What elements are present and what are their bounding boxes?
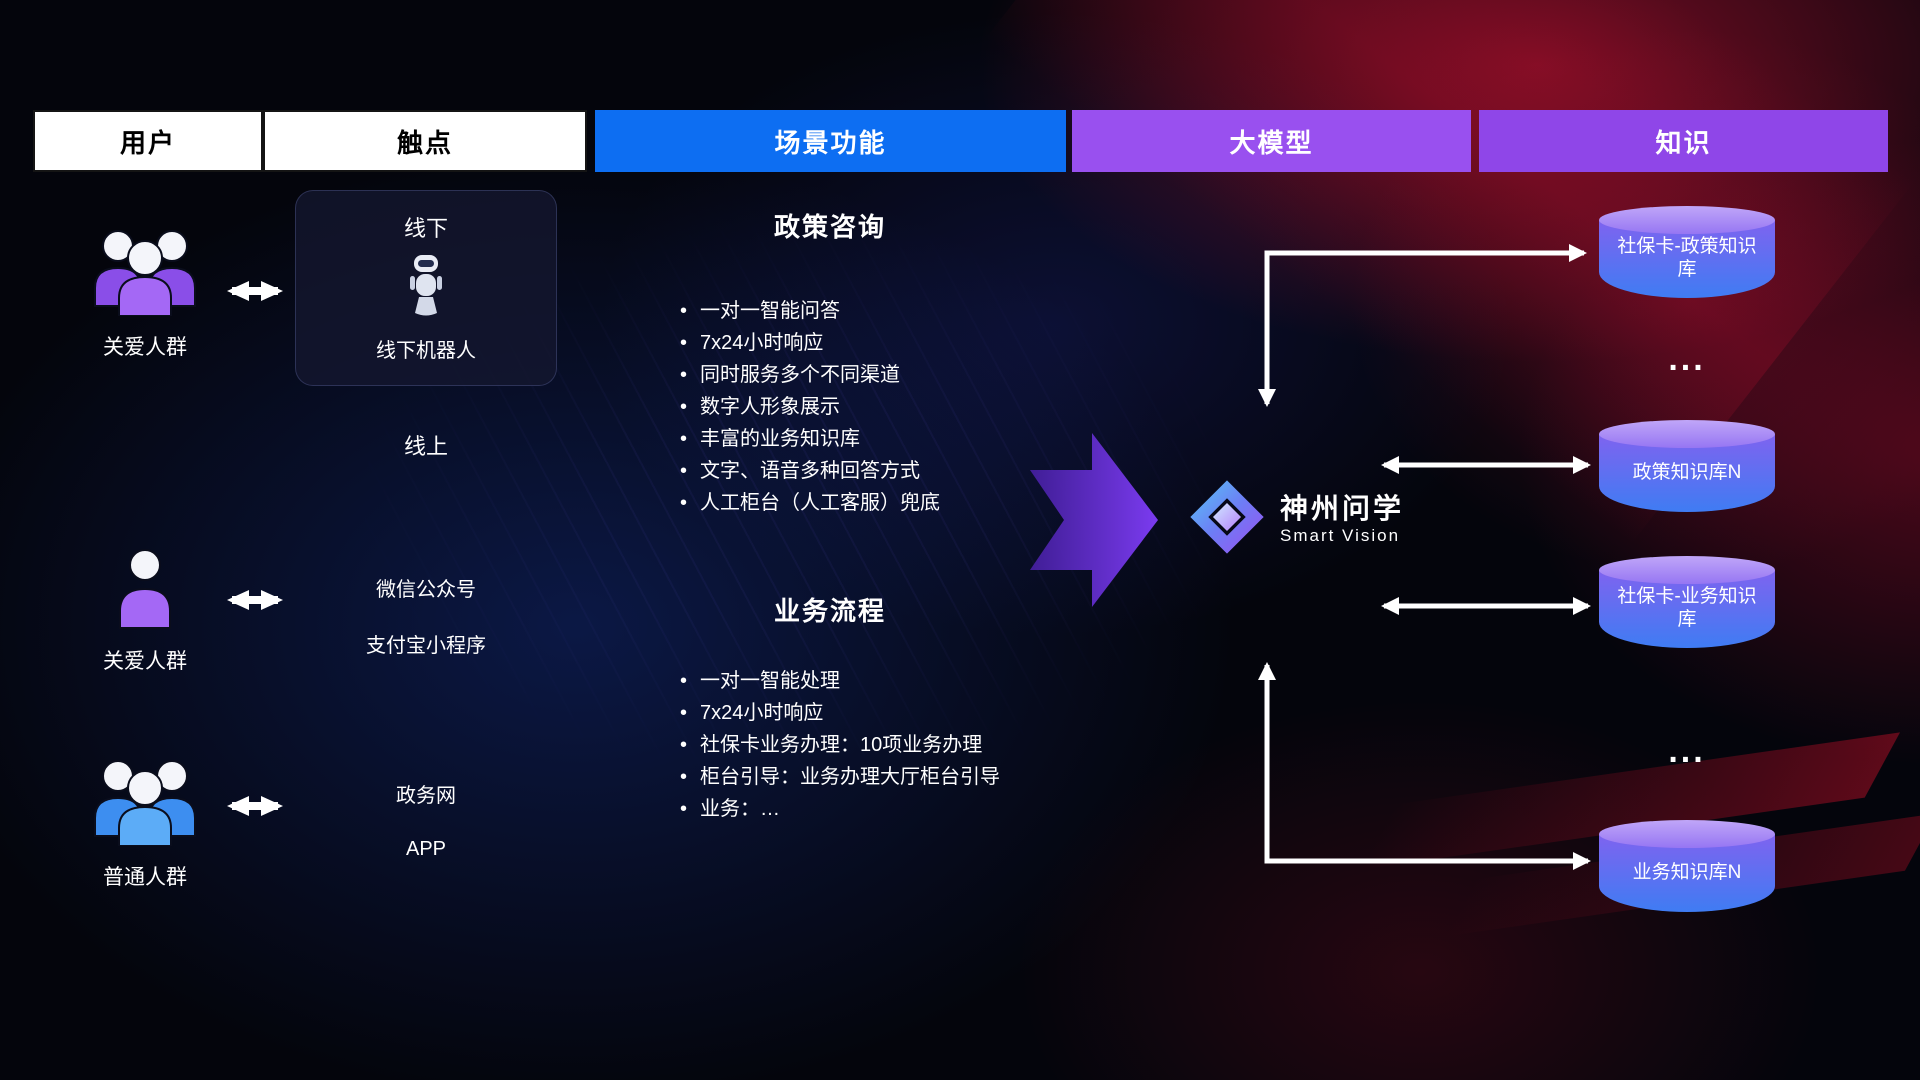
group-people-icon: [85, 760, 205, 850]
ellipsis: ...: [1668, 732, 1706, 770]
header-users: 用户: [33, 110, 263, 172]
online-label: 线上: [403, 434, 448, 459]
scenario-business-process: 业务流程 一对一智能处理 7x24小时响应 社保卡业务办理：10项业务办理 柜台…: [620, 596, 1040, 830]
header-scenario-functions: 场景功能: [595, 110, 1066, 172]
scenario-policy-consulting: 政策咨询 一对一智能问答 7x24小时响应 同时服务多个不同渠道 数字人形象展示…: [620, 212, 1040, 524]
user-label: 普通人群: [103, 866, 187, 889]
robot-icon: [404, 253, 448, 324]
model-subtitle: Smart Vision: [1280, 525, 1401, 545]
bullet-item: 文字、语音多种回答方式: [680, 460, 1040, 482]
bullet-item: 业务：…: [680, 798, 1040, 820]
header-users-label: 用户: [119, 127, 176, 158]
scenario-title: 政策咨询: [773, 212, 886, 242]
model-brand: 神州问学 Smart Vision: [1188, 478, 1404, 561]
bullet-item: 社保卡业务办理：10项业务办理: [680, 734, 1040, 756]
header-scenario-functions-label: 场景功能: [774, 127, 887, 158]
touchpoint-gov-web: 政务网: [396, 785, 456, 807]
touchpoint-alipay: 支付宝小程序: [366, 635, 486, 657]
scenario-title: 业务流程: [773, 596, 886, 626]
model-text: 神州问学 Smart Vision: [1280, 493, 1404, 547]
bullet-item: 人工柜台（人工客服）兜底: [680, 492, 1040, 514]
group-people-icon: [85, 230, 205, 320]
db-label: 业务知识库N: [1632, 861, 1742, 883]
user-label: 关爱人群: [103, 650, 187, 673]
user-label: 关爱人群: [103, 336, 187, 359]
header-large-model: 大模型: [1072, 110, 1471, 172]
touchpoint-wechat: 微信公众号: [376, 579, 476, 601]
knowledge-db-policy-sscard: 社保卡-政策知识库: [1599, 206, 1775, 298]
knowledge-db-business-n: 业务知识库N: [1599, 820, 1775, 912]
person-icon: [113, 549, 177, 634]
cylinder-top: [1599, 206, 1775, 234]
bullet-item: 柜台引导：业务办理大厅柜台引导: [680, 766, 1040, 788]
user-group-care-1: 关爱人群: [75, 222, 215, 361]
bullet-item: 7x24小时响应: [680, 332, 1040, 354]
cylinder-top: [1599, 420, 1775, 448]
ellipsis: ...: [1668, 340, 1706, 378]
model-db1-elbow-arrow: [1258, 244, 1587, 407]
user-single-care: 关爱人群: [85, 548, 205, 675]
header-touchpoints: 触点: [263, 110, 587, 172]
header-knowledge: 知识: [1479, 110, 1888, 172]
bullet-item: 同时服务多个不同渠道: [680, 364, 1040, 386]
db-label: 社保卡-业务知识库: [1617, 586, 1757, 630]
user-group-general: 普通人群: [75, 752, 215, 891]
touchpoint-app: APP: [405, 838, 447, 860]
flow-arrow: [1030, 425, 1160, 620]
knowledge-db-policy-n: 政策知识库N: [1599, 420, 1775, 512]
cylinder-top: [1599, 556, 1775, 584]
bullet-item: 一对一智能问答: [680, 300, 1040, 322]
header-large-model-label: 大模型: [1229, 127, 1314, 158]
cylinder-top: [1599, 820, 1775, 848]
offline-caption: 线下机器人: [376, 340, 476, 362]
offline-title: 线下: [403, 216, 448, 241]
header-knowledge-label: 知识: [1655, 127, 1712, 158]
bullet-item: 一对一智能处理: [680, 670, 1040, 692]
header-touchpoints-label: 触点: [396, 127, 453, 158]
scenario-bullet-list: 一对一智能问答 7x24小时响应 同时服务多个不同渠道 数字人形象展示 丰富的业…: [620, 300, 1040, 514]
db-label: 社保卡-政策知识库: [1617, 236, 1757, 280]
db-label: 政策知识库N: [1632, 461, 1742, 483]
diamond-logo-icon: [1188, 478, 1266, 561]
bullet-item: 7x24小时响应: [680, 702, 1040, 724]
bullet-item: 丰富的业务知识库: [680, 428, 1040, 450]
knowledge-db-business-sscard: 社保卡-业务知识库: [1599, 556, 1775, 648]
offline-touchpoint-card: 线下 线下机器人: [295, 190, 557, 386]
model-name: 神州问学: [1280, 492, 1405, 524]
model-db4-elbow-arrow: [1258, 662, 1591, 870]
scenario-bullet-list: 一对一智能处理 7x24小时响应 社保卡业务办理：10项业务办理 柜台引导：业务…: [620, 670, 1040, 820]
bullet-item: 数字人形象展示: [680, 396, 1040, 418]
